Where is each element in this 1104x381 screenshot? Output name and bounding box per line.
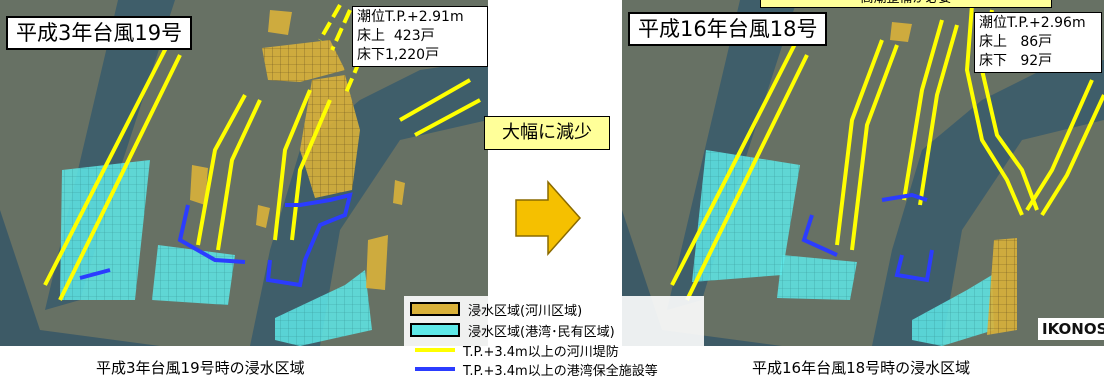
legend-swatch	[410, 302, 460, 316]
right-arrow-icon	[515, 180, 582, 256]
port-facility-lines	[801, 192, 934, 283]
right-map-caption: 平成16年台風18号時の浸水区域	[752, 359, 971, 377]
right-map-image	[622, 0, 1104, 346]
river-levee-lines	[670, 4, 1104, 301]
legend-item-river-levee: T.P.+3.4m以上の河川堤防	[410, 341, 619, 360]
left-flood-map: 平成3年台風19号 潮位T.P.+2.91m 床上 423戸 床下1,220戸	[0, 0, 488, 346]
left-map-title: 平成3年台風19号	[6, 16, 193, 50]
flood-area-river	[256, 205, 270, 228]
flood-area-river	[268, 10, 292, 35]
legend-line	[415, 367, 455, 371]
river-levee-lines	[43, 4, 481, 301]
ikonos-watermark: IKONOS	[1038, 318, 1104, 340]
legend-swatch	[410, 323, 460, 337]
right-flood-map: 平成16年台風18号 潮位T.P.+2.96m 床上 86戸 床下 92戸	[622, 0, 1104, 346]
right-map-title: 平成16年台風18号	[628, 12, 828, 46]
legend-item-river-flood: 浸水区域(河川区域)	[410, 300, 582, 319]
flood-area-river	[366, 235, 388, 290]
legend: 浸水区域(河川区域) 浸水区域(港湾･民有区域) T.P.+3.4m以上の河川堤…	[404, 296, 704, 381]
sea	[0, 210, 160, 346]
above-floor-count: 床上 86戸	[979, 34, 1053, 50]
harbor-channel	[250, 60, 488, 346]
reduction-label: 大幅に減少	[484, 116, 610, 150]
flood-area-river	[190, 165, 208, 205]
flood-area-river	[890, 22, 912, 42]
left-map-stats: 潮位T.P.+2.91m 床上 423戸 床下1,220戸	[352, 6, 488, 67]
legend-line	[415, 348, 455, 352]
right-map-stats: 潮位T.P.+2.96m 床上 86戸 床下 92戸	[974, 12, 1102, 73]
above-floor-count: 床上 423戸	[357, 28, 435, 44]
below-floor-count: 床下 92戸	[979, 53, 1053, 69]
tide-level: 潮位T.P.+2.96m	[979, 15, 1086, 31]
tide-level: 潮位T.P.+2.91m	[357, 9, 464, 25]
legend-item-port-facility: T.P.+3.4m以上の港湾保全施設等	[410, 360, 658, 379]
legend-item-port-flood: 浸水区域(港湾･民有区域)	[410, 321, 615, 340]
flood-area-river	[393, 180, 405, 205]
top-note-strip: 高潮整備が必要	[760, 0, 1052, 8]
below-floor-count: 床下1,220戸	[357, 47, 440, 63]
left-map-caption: 平成3年台風19号時の浸水区域	[96, 359, 305, 377]
port-facility-lines	[79, 192, 353, 288]
